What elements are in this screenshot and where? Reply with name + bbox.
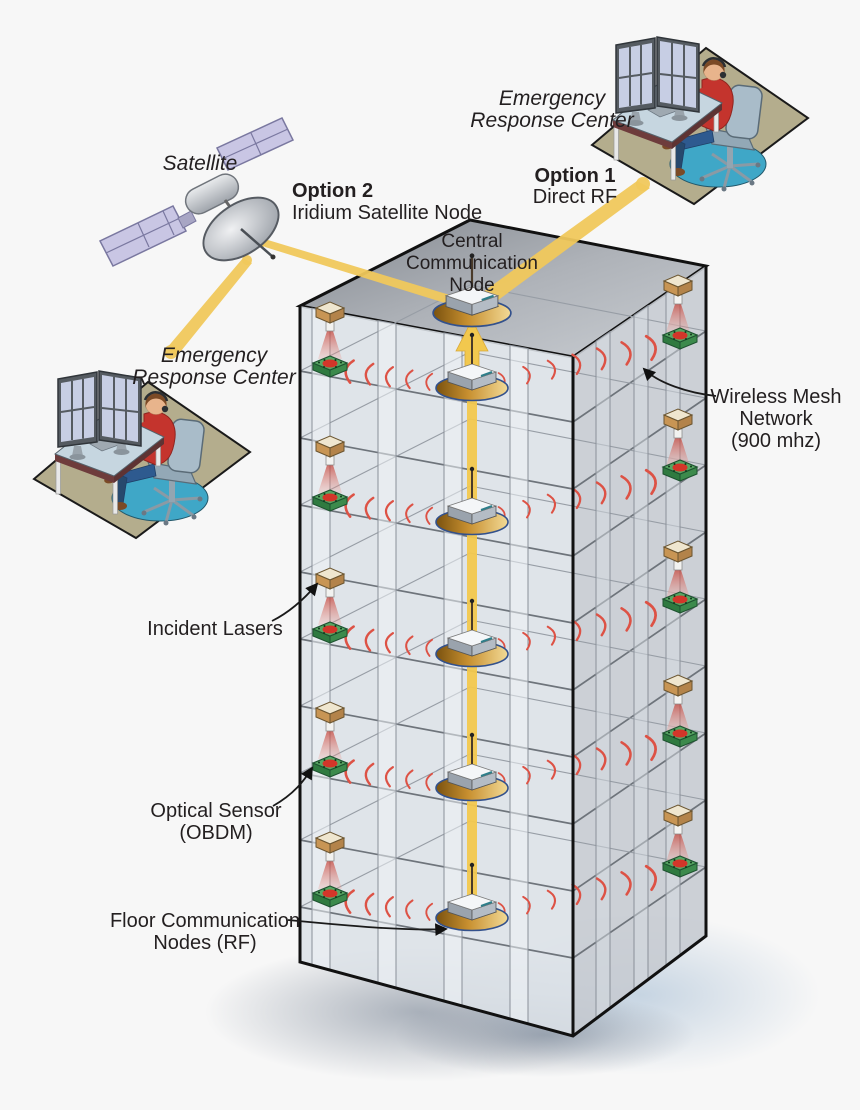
option1-subtitle: Direct RF xyxy=(533,186,617,208)
incident-lasers-label: Incident Lasers xyxy=(147,618,283,640)
floor-nodes-arrow xyxy=(287,919,448,936)
solar-panel-icon xyxy=(215,117,295,171)
satellite-illustration xyxy=(98,117,295,267)
optical-sensor-label-line2: (OBDM) xyxy=(179,822,252,844)
floor-nodes-label-line2: Nodes (RF) xyxy=(153,932,256,954)
option1-title: Option 1 xyxy=(534,165,615,187)
emergency-response-center-left xyxy=(32,369,252,540)
erc-left-label-line2: Response Center xyxy=(132,366,296,389)
option2-title: Option 2 xyxy=(292,180,373,202)
option2-subtitle: Iridium Satellite Node xyxy=(292,202,482,224)
beam-satellite-to-erc xyxy=(164,255,252,359)
diagram-labels: Satellite Option 2 Iridium Satellite Nod… xyxy=(110,87,842,954)
satellite-body xyxy=(184,173,240,215)
solar-panel-icon xyxy=(98,205,197,267)
wireless-mesh-label-line3: (900 mhz) xyxy=(731,430,821,452)
central-node-label-line3: Node xyxy=(449,275,494,296)
building xyxy=(295,218,710,1038)
optical-sensor-arrow xyxy=(272,766,313,807)
wireless-mesh-label-line2: Network xyxy=(739,408,813,430)
incident-lasers-arrow xyxy=(271,582,319,622)
beam-erc-to-node xyxy=(469,177,650,312)
building-left-wall xyxy=(300,306,573,1036)
satellite-dish-icon xyxy=(202,196,280,262)
optical-sensor-label-line1: Optical Sensor xyxy=(150,800,282,822)
erc-left-label-line1: Emergency xyxy=(161,344,269,367)
callout-arrows xyxy=(271,367,717,936)
erc-top-label-line1: Emergency xyxy=(499,87,607,110)
erc-top-label-line2: Response Center xyxy=(470,109,634,132)
building-outline xyxy=(298,266,708,1038)
wireless-mesh-label-line1: Wireless Mesh xyxy=(710,386,841,408)
central-node-label-line2: Communication xyxy=(406,253,538,274)
floor-nodes-label-line1: Floor Communication xyxy=(110,910,300,932)
comm-beams xyxy=(164,177,650,359)
wireless-mesh-arrow xyxy=(642,367,717,397)
central-node-label-line1: Central xyxy=(441,231,502,252)
satellite-label: Satellite xyxy=(163,152,238,175)
